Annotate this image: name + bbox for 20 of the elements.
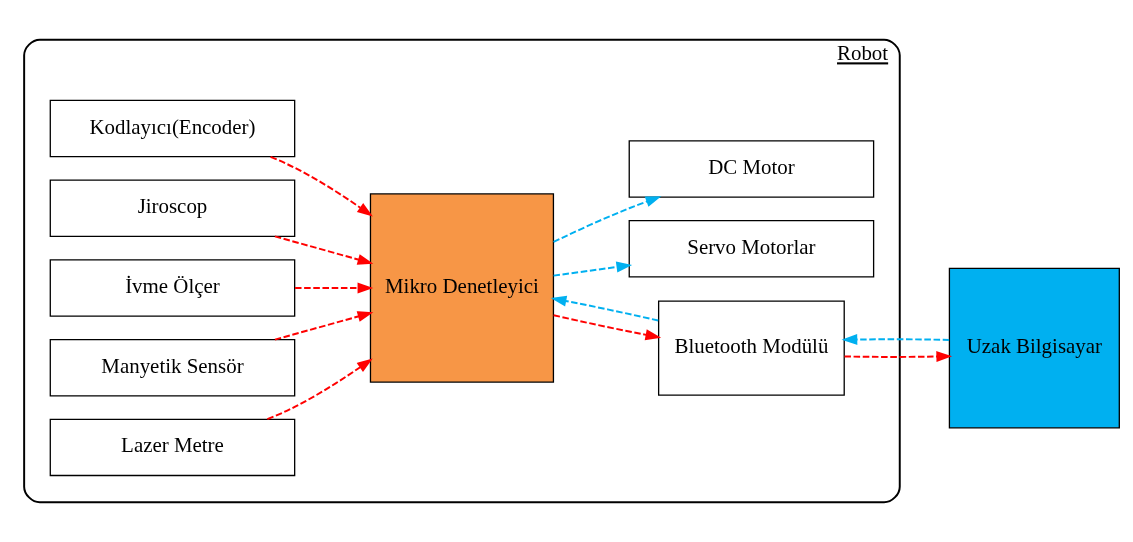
node-box: Kodlayıcı(Encoder) xyxy=(49,99,296,158)
arrow xyxy=(550,295,660,322)
node-box: DC Motor xyxy=(628,140,875,198)
node-box: Uzak Bilgisayar xyxy=(948,267,1120,429)
node-box: Manyetik Sensör xyxy=(49,338,296,397)
arrow xyxy=(841,334,951,346)
node-box: Lazer Metre xyxy=(49,418,296,477)
arrow xyxy=(273,235,374,265)
arrow xyxy=(843,351,953,363)
node-box: Bluetooth Modülü xyxy=(657,300,845,396)
arrow xyxy=(552,196,662,243)
node-box: Mikro Denetleyici xyxy=(369,193,555,383)
node-box: Servo Motorlar xyxy=(628,220,875,278)
arrow xyxy=(552,261,633,277)
arrow xyxy=(552,314,662,341)
arrow xyxy=(269,155,373,217)
arrow xyxy=(294,282,374,294)
arrow xyxy=(273,311,374,341)
node-box: İvme Ölçer xyxy=(49,259,296,317)
node-box: Jiroscop xyxy=(49,179,296,238)
